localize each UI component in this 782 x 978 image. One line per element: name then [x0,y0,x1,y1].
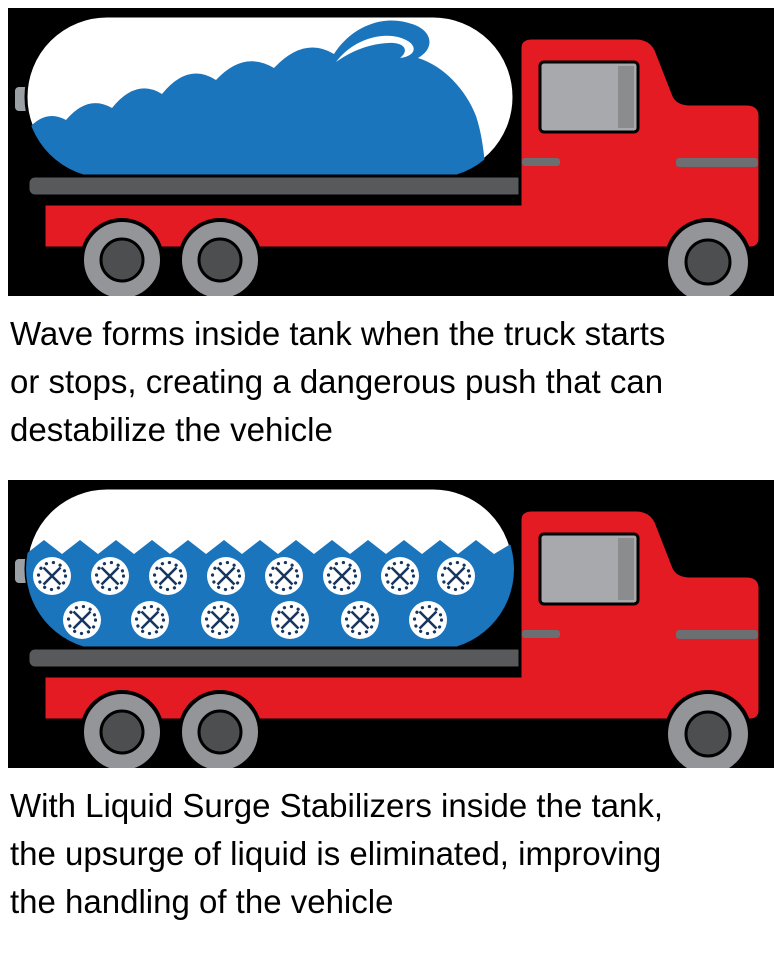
stabilizer-disc [89,555,131,597]
stabilizer-disc [263,555,305,597]
door-trim-line [522,630,560,638]
stabilizer-disc [31,555,73,597]
stabilizer-disc [379,555,421,597]
stabilizer-disc [199,599,241,641]
stabilizer-disc [339,599,381,641]
caption-line: With Liquid Surge Stabilizers inside the… [10,787,664,824]
tanker-truck-stabilizer-illustration [8,480,774,768]
stabilizer-disc [205,555,247,597]
door-trim-line [522,158,560,166]
caption-line: or stops, creating a dangerous push that… [10,363,664,400]
stabilizer-disc [61,599,103,641]
calm-liquid-shape [26,540,514,650]
front-wheel [664,690,752,768]
stabilizer-disc [435,555,477,597]
chassis-bar [26,174,530,198]
panel-stabilizer-solution [8,480,774,768]
caption-line: the handling of the vehicle [10,883,394,920]
rear-wheel-1 [80,690,164,768]
stabilizer-disc [147,555,189,597]
stabilizer-disc [407,599,449,641]
rear-wheel-2 [178,690,262,768]
stabilizer-disc [129,599,171,641]
caption-line: Wave forms inside tank when the truck st… [10,315,666,352]
caption-wave-problem: Wave forms inside tank when the truck st… [10,310,774,454]
hood-trim-line [676,630,758,639]
caption-stabilizer-solution: With Liquid Surge Stabilizers inside the… [10,782,774,926]
tanker-truck-wave-illustration [8,8,774,296]
caption-line: destabilize the vehicle [10,411,333,448]
cab-window-shade [618,538,634,600]
wave-inside-tank [26,20,486,178]
rear-wheel-1 [80,218,164,296]
rear-wheel-2 [178,218,262,296]
wave-shape [26,20,486,178]
cab-window [538,60,640,134]
stabilizer-disc [321,555,363,597]
hood-trim-line [676,158,758,167]
panel-wave-problem [8,8,774,296]
stabilizer-disc [269,599,311,641]
wave-curl-highlight [336,35,414,62]
cab-window [538,532,640,606]
caption-line: the upsurge of liquid is eliminated, imp… [10,835,662,872]
stabilized-liquid-inside-tank [26,540,514,650]
front-wheel [664,218,752,296]
cab-window-shade [618,66,634,128]
chassis-bar [26,646,530,670]
